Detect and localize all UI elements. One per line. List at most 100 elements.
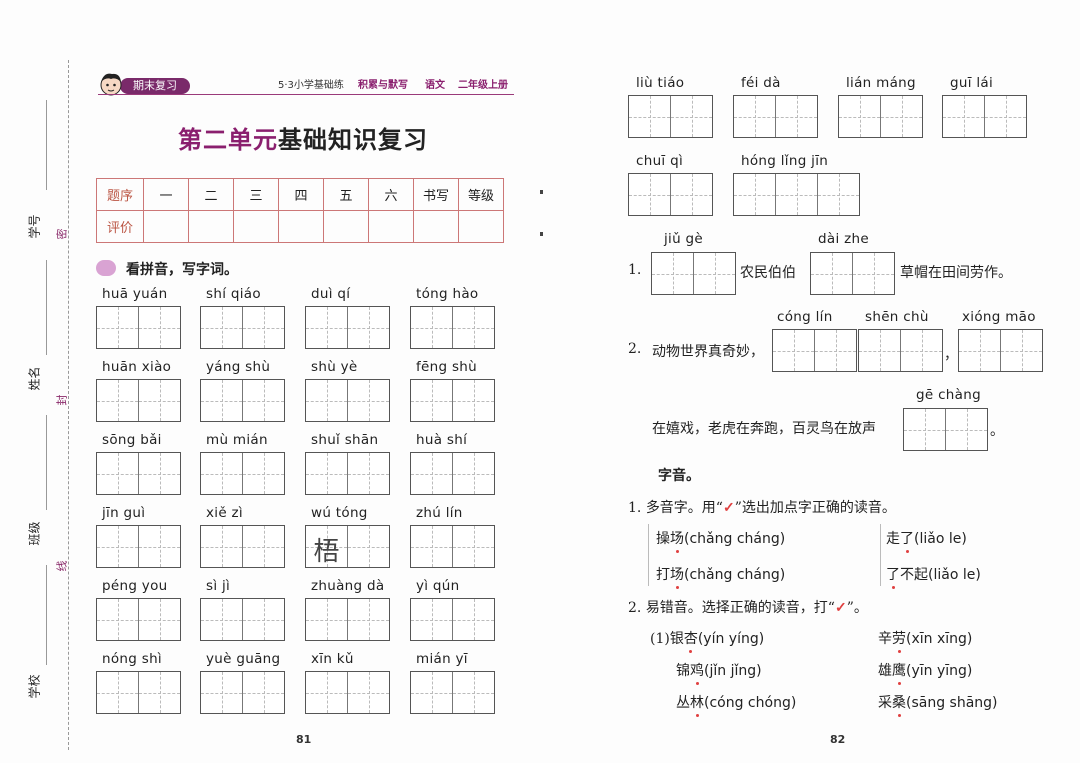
writing-cell[interactable] bbox=[139, 380, 180, 421]
writing-cell[interactable] bbox=[306, 380, 348, 421]
word-writing-box[interactable] bbox=[305, 598, 390, 641]
word-writing-box[interactable] bbox=[410, 379, 495, 422]
writing-cell[interactable] bbox=[201, 453, 243, 494]
writing-cell[interactable] bbox=[881, 96, 922, 137]
writing-cell[interactable] bbox=[453, 526, 494, 567]
writing-cell[interactable] bbox=[629, 96, 671, 137]
q1-item-4[interactable]: 了不起(liǎo le) bbox=[886, 564, 981, 589]
word-writing-box[interactable] bbox=[410, 598, 495, 641]
writing-cell[interactable] bbox=[97, 380, 139, 421]
writing-cell[interactable] bbox=[201, 599, 243, 640]
writing-cell[interactable] bbox=[243, 307, 284, 348]
word-writing-box[interactable] bbox=[200, 306, 285, 349]
sentence-1-blank-2[interactable] bbox=[810, 252, 895, 295]
word-writing-box[interactable] bbox=[305, 671, 390, 714]
word-writing-box[interactable] bbox=[305, 306, 390, 349]
word-writing-box[interactable] bbox=[200, 452, 285, 495]
eval-cell[interactable] bbox=[413, 210, 459, 243]
eval-cell[interactable] bbox=[143, 210, 189, 243]
writing-cell[interactable] bbox=[453, 380, 494, 421]
word-writing-box[interactable] bbox=[200, 671, 285, 714]
eval-cell[interactable] bbox=[278, 210, 324, 243]
word-writing-box[interactable] bbox=[96, 598, 181, 641]
word-writing-box[interactable] bbox=[96, 671, 181, 714]
writing-cell[interactable] bbox=[97, 307, 139, 348]
writing-cell[interactable] bbox=[985, 96, 1026, 137]
writing-cell[interactable] bbox=[139, 599, 180, 640]
writing-cell[interactable] bbox=[776, 174, 818, 215]
word-writing-box[interactable] bbox=[410, 525, 495, 568]
q1-item-2[interactable]: 走了(liǎo le) bbox=[886, 528, 967, 553]
eval-cell[interactable] bbox=[188, 210, 234, 243]
word-writing-box[interactable] bbox=[96, 452, 181, 495]
q2-item-2[interactable]: 辛劳(xīn xīng) bbox=[878, 628, 972, 653]
writing-cell[interactable] bbox=[839, 96, 881, 137]
q1-item-1[interactable]: 操场(chǎng cháng) bbox=[656, 528, 785, 553]
writing-cell[interactable] bbox=[243, 599, 284, 640]
sentence-1-blank-1[interactable] bbox=[651, 252, 736, 295]
writing-cell[interactable] bbox=[629, 174, 671, 215]
word-writing-box[interactable] bbox=[628, 95, 713, 138]
writing-cell[interactable] bbox=[411, 307, 453, 348]
writing-cell[interactable] bbox=[243, 672, 284, 713]
writing-cell[interactable] bbox=[411, 380, 453, 421]
writing-cell[interactable] bbox=[243, 453, 284, 494]
writing-cell[interactable] bbox=[201, 672, 243, 713]
writing-cell[interactable] bbox=[734, 174, 776, 215]
q2-item-1[interactable]: (1)银杏(yín yíng) bbox=[650, 628, 764, 653]
writing-cell[interactable] bbox=[201, 307, 243, 348]
word-writing-box[interactable] bbox=[410, 306, 495, 349]
writing-cell[interactable] bbox=[671, 174, 712, 215]
word-writing-box[interactable] bbox=[733, 95, 818, 138]
eval-cell[interactable] bbox=[368, 210, 414, 243]
writing-cell[interactable] bbox=[348, 599, 389, 640]
writing-cell[interactable] bbox=[453, 453, 494, 494]
word-writing-box[interactable] bbox=[96, 306, 181, 349]
word-writing-box[interactable] bbox=[200, 525, 285, 568]
word-writing-box[interactable] bbox=[305, 452, 390, 495]
writing-cell[interactable] bbox=[411, 672, 453, 713]
q2-item-3[interactable]: 锦鸡(jǐn jǐng) bbox=[676, 660, 762, 685]
writing-cell[interactable] bbox=[306, 672, 348, 713]
word-writing-box[interactable] bbox=[200, 598, 285, 641]
q2-item-6[interactable]: 采桑(sāng shāng) bbox=[878, 692, 998, 717]
writing-cell[interactable] bbox=[348, 672, 389, 713]
word-writing-box[interactable]: 梧 bbox=[305, 525, 390, 568]
word-writing-box[interactable] bbox=[733, 173, 860, 216]
q1-item-3[interactable]: 打场(chǎng cháng) bbox=[656, 564, 785, 589]
word-writing-box[interactable] bbox=[410, 671, 495, 714]
writing-cell[interactable] bbox=[201, 380, 243, 421]
writing-cell[interactable] bbox=[348, 526, 389, 567]
writing-cell[interactable] bbox=[97, 526, 139, 567]
word-writing-box[interactable] bbox=[200, 379, 285, 422]
writing-cell[interactable] bbox=[243, 380, 284, 421]
writing-cell[interactable] bbox=[411, 453, 453, 494]
sentence-2-blank-3[interactable] bbox=[958, 329, 1043, 372]
writing-cell[interactable] bbox=[306, 453, 348, 494]
eval-cell[interactable] bbox=[323, 210, 369, 243]
writing-cell[interactable] bbox=[411, 526, 453, 567]
writing-cell[interactable] bbox=[453, 599, 494, 640]
writing-cell[interactable] bbox=[306, 599, 348, 640]
writing-cell[interactable] bbox=[818, 174, 859, 215]
writing-cell[interactable] bbox=[348, 380, 389, 421]
q2-item-5[interactable]: 丛林(cóng chóng) bbox=[676, 692, 796, 717]
writing-cell[interactable] bbox=[139, 526, 180, 567]
writing-cell[interactable] bbox=[306, 307, 348, 348]
writing-cell[interactable] bbox=[243, 526, 284, 567]
writing-cell[interactable] bbox=[734, 96, 776, 137]
eval-cell[interactable] bbox=[458, 210, 504, 243]
writing-cell[interactable] bbox=[139, 672, 180, 713]
word-writing-box[interactable] bbox=[838, 95, 923, 138]
writing-cell[interactable] bbox=[348, 453, 389, 494]
word-writing-box[interactable] bbox=[96, 525, 181, 568]
writing-cell[interactable] bbox=[97, 453, 139, 494]
writing-cell[interactable]: 梧 bbox=[306, 526, 348, 567]
eval-cell[interactable] bbox=[233, 210, 279, 243]
writing-cell[interactable] bbox=[97, 672, 139, 713]
writing-cell[interactable] bbox=[139, 307, 180, 348]
writing-cell[interactable] bbox=[943, 96, 985, 137]
sentence-2-blank-1[interactable] bbox=[772, 329, 857, 372]
word-writing-box[interactable] bbox=[305, 379, 390, 422]
word-writing-box[interactable] bbox=[942, 95, 1027, 138]
